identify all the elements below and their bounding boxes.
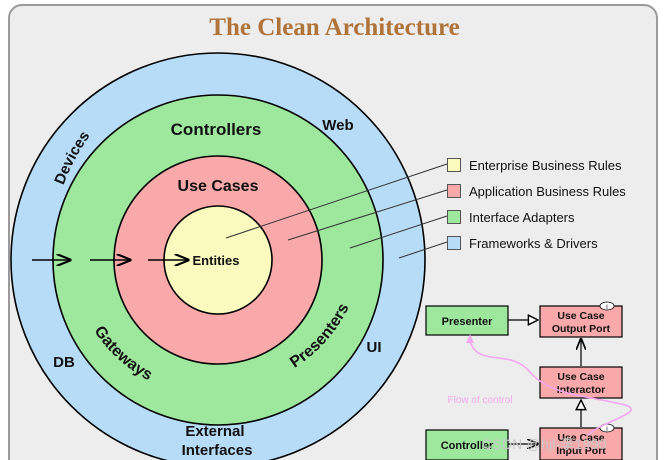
input-port-line2: Input Port [556, 445, 606, 457]
flow-of-control-curve [469, 340, 632, 436]
legend-item-interface-adapters: Interface Adapters [447, 207, 575, 227]
controller-box [425, 429, 509, 460]
legend-item-application-business-rules: Application Business Rules [447, 181, 626, 201]
interactor-line1: Use Case [557, 371, 604, 383]
output-port-line1: Use Case [557, 310, 604, 322]
flow-of-control-label: Flow of control [447, 395, 512, 406]
external-interfaces-line2: Interfaces [182, 442, 253, 459]
controller-box-label: Controller [441, 440, 494, 452]
legend-swatch [447, 184, 461, 198]
external-interfaces-label: External Interfaces [182, 423, 253, 459]
watermark: CSDN @hjl-李1990 [482, 436, 607, 452]
diagram-title: The Clean Architecture [209, 14, 460, 41]
ui-label: UI [367, 339, 382, 356]
use-cases-label: Use Cases [178, 178, 259, 195]
interface-marker-label: I [606, 305, 608, 311]
presenter-box [425, 305, 509, 336]
interactor-line2: Interactor [557, 384, 605, 396]
interface-marker-label: I [606, 427, 608, 433]
legend-item-frameworks-drivers: Frameworks & Drivers [447, 233, 598, 253]
legend-label: Application Business Rules [469, 183, 626, 199]
legend-leader-line [398, 241, 448, 259]
external-interfaces-line1: External [185, 423, 244, 440]
legend-leader-line [225, 163, 448, 239]
legend-label: Enterprise Business Rules [469, 157, 622, 173]
entities-label: Entities [193, 253, 240, 268]
legend-swatch [447, 210, 461, 224]
presenter-box-label: Presenter [442, 316, 493, 328]
controllers-label: Controllers [171, 120, 262, 139]
use-case-interactor-box [539, 366, 623, 399]
db-label: DB [53, 354, 75, 371]
legend-label: Frameworks & Drivers [469, 235, 598, 251]
use-case-output-port-box [539, 305, 623, 338]
legend-leader-line [349, 215, 448, 249]
output-port-line2: Output Port [552, 323, 611, 335]
legend-label: Interface Adapters [469, 209, 575, 225]
web-label: Web [322, 117, 353, 134]
interface-marker [599, 301, 615, 311]
input-port-line1: Use Case [557, 432, 604, 444]
flow-of-control-arrowhead [466, 334, 474, 343]
use-case-input-port-box [539, 427, 623, 460]
legend-item-enterprise-business-rules: Enterprise Business Rules [447, 155, 621, 175]
legend-leader-line [287, 189, 448, 241]
legend-swatch [447, 236, 461, 250]
legend-swatch [447, 158, 461, 172]
